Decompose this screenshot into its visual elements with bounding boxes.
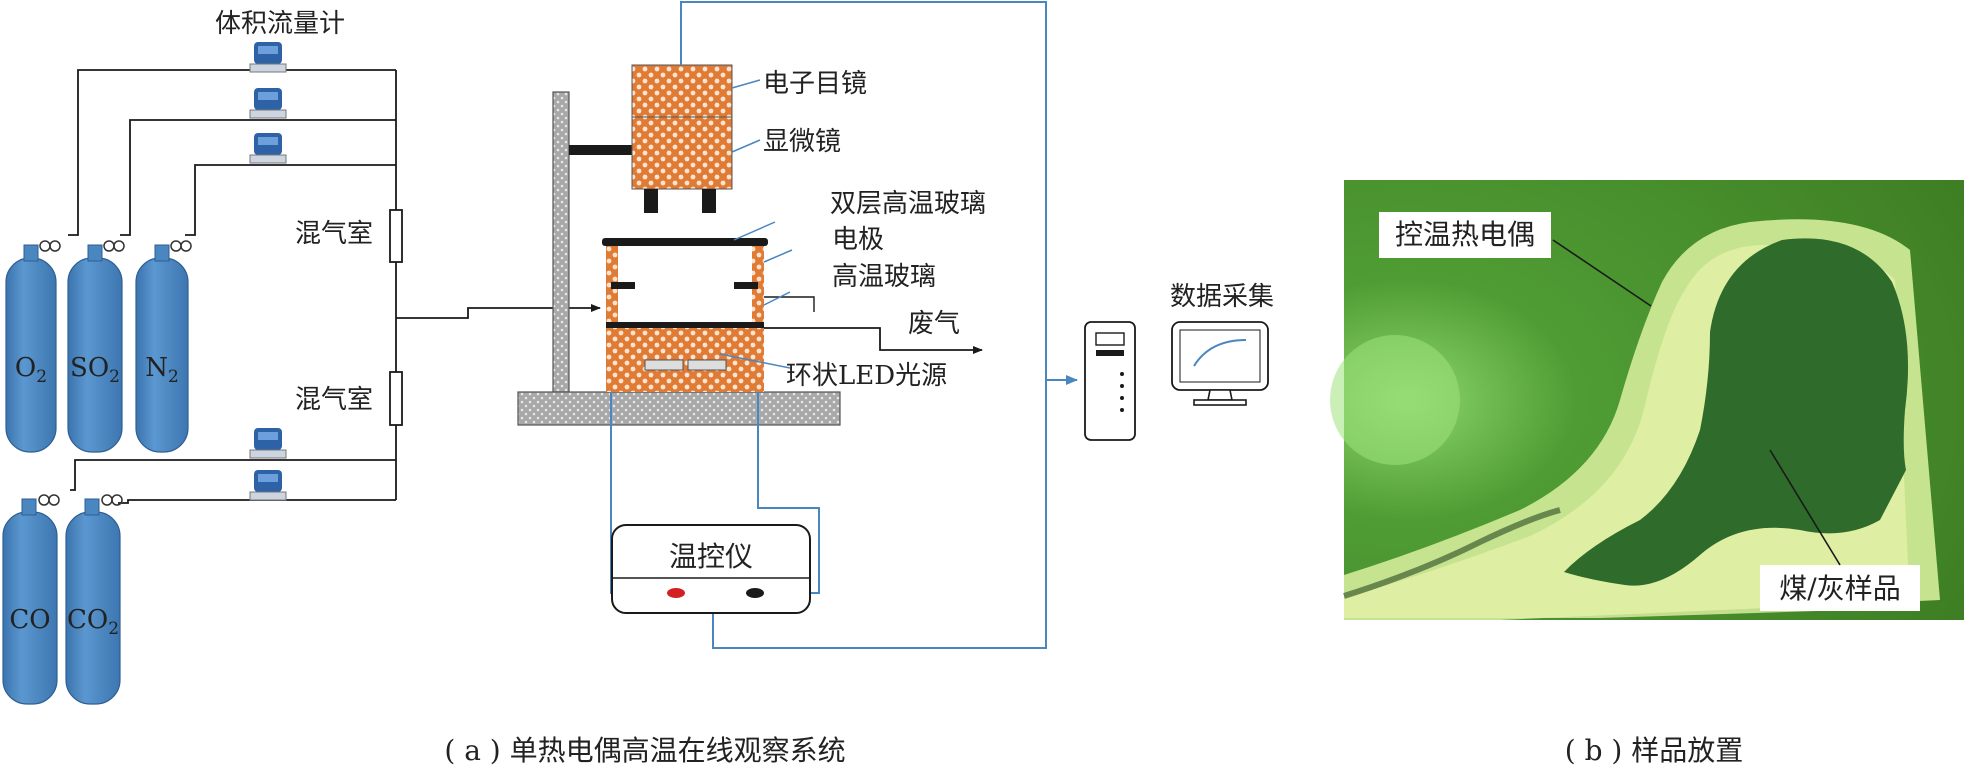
computer-monitor — [1171, 321, 1269, 406]
microscope-foot — [644, 189, 658, 213]
leader-lines — [719, 79, 793, 369]
controller-label: 温控仪 — [669, 540, 753, 573]
panel-b-photo: 控温热电偶 煤/灰样品 ( b ) 样品放置 — [1330, 180, 1964, 767]
controller-port-red — [667, 588, 685, 598]
double-glass-top — [602, 238, 768, 246]
cylinder-label-co2: CO2 — [67, 605, 119, 639]
mixing-chamber-2-label: 混气室 — [295, 385, 373, 415]
led-label: 环状LED光源 — [786, 361, 947, 391]
microscope-label: 显微镜 — [763, 127, 841, 157]
flowmeter-icon — [249, 42, 287, 73]
microscope-body — [631, 116, 733, 190]
gas-cylinder-so2 — [67, 240, 125, 453]
sample-leader — [1769, 449, 1841, 566]
exhaust-line — [764, 327, 983, 354]
mixing-chamber-2 — [389, 371, 403, 426]
thermocouple-label: 控温热电偶 — [1395, 218, 1535, 251]
flowmeter-label: 体积流量计 — [215, 9, 345, 39]
panel-a-diagram: 体积流量计 混气室 混气室 — [2, 1, 1274, 767]
camera-label: 电子目镜 — [763, 69, 867, 99]
controller-port-black — [746, 588, 764, 598]
caption-a: ( a ) 单热电偶高温在线观察系统 — [444, 734, 845, 767]
thermocouple-label-box — [1379, 212, 1551, 258]
coal-ash-sample — [1564, 238, 1909, 586]
sample-label-box — [1760, 565, 1920, 611]
gas-cylinder-o2 — [5, 240, 61, 453]
led-element — [644, 359, 684, 371]
double-glass-label: 双层高温玻璃 — [830, 189, 986, 219]
flowmeter-icon — [249, 133, 287, 164]
thermocouple-leader — [1552, 239, 1652, 307]
gas-cylinder-co — [2, 494, 60, 705]
glass-label: 高温玻璃 — [832, 262, 936, 292]
microscope-foot — [702, 189, 716, 213]
formula-subscript: 2 — [108, 619, 119, 639]
flowmeter-icon — [249, 88, 287, 119]
data-acquisition-label: 数据采集 — [1170, 282, 1274, 312]
mixing-chamber-1 — [389, 209, 403, 263]
formula-subscript: 2 — [36, 367, 47, 387]
exhaust-label: 废气 — [908, 309, 960, 339]
electrode-right — [734, 282, 758, 289]
computer-tower — [1084, 321, 1136, 441]
flowmeter-icon — [249, 428, 287, 459]
mixing-chamber-1-label: 混气室 — [295, 219, 373, 249]
formula-subscript: 2 — [168, 367, 179, 387]
flowmeter-icon — [249, 470, 287, 501]
sample-label: 煤/灰样品 — [1779, 572, 1900, 605]
stand-pole — [552, 91, 570, 393]
caption-b: ( b ) 样品放置 — [1565, 734, 1743, 767]
electrode-label: 电极 — [832, 225, 884, 255]
thermocouple-wire — [1343, 507, 1561, 599]
cylinder-label-o2: O2 — [15, 353, 47, 387]
gas-lines-top — [68, 69, 601, 504]
glass-plate — [606, 322, 764, 328]
cylinder-label-co: CO — [9, 605, 50, 635]
gas-cylinder-co2 — [65, 494, 123, 705]
formula-subscript: 2 — [109, 367, 120, 387]
cylinder-label-so2: SO2 — [70, 353, 120, 387]
microscope-arm — [569, 145, 633, 155]
gas-cylinder-n2 — [135, 240, 192, 453]
flowmeter-icons — [249, 42, 287, 501]
stand-base — [517, 391, 841, 426]
camera-eyepiece — [631, 64, 733, 118]
electrode-left — [611, 282, 635, 289]
cylinder-label-n2: N2 — [145, 353, 179, 387]
led-element — [687, 359, 727, 371]
